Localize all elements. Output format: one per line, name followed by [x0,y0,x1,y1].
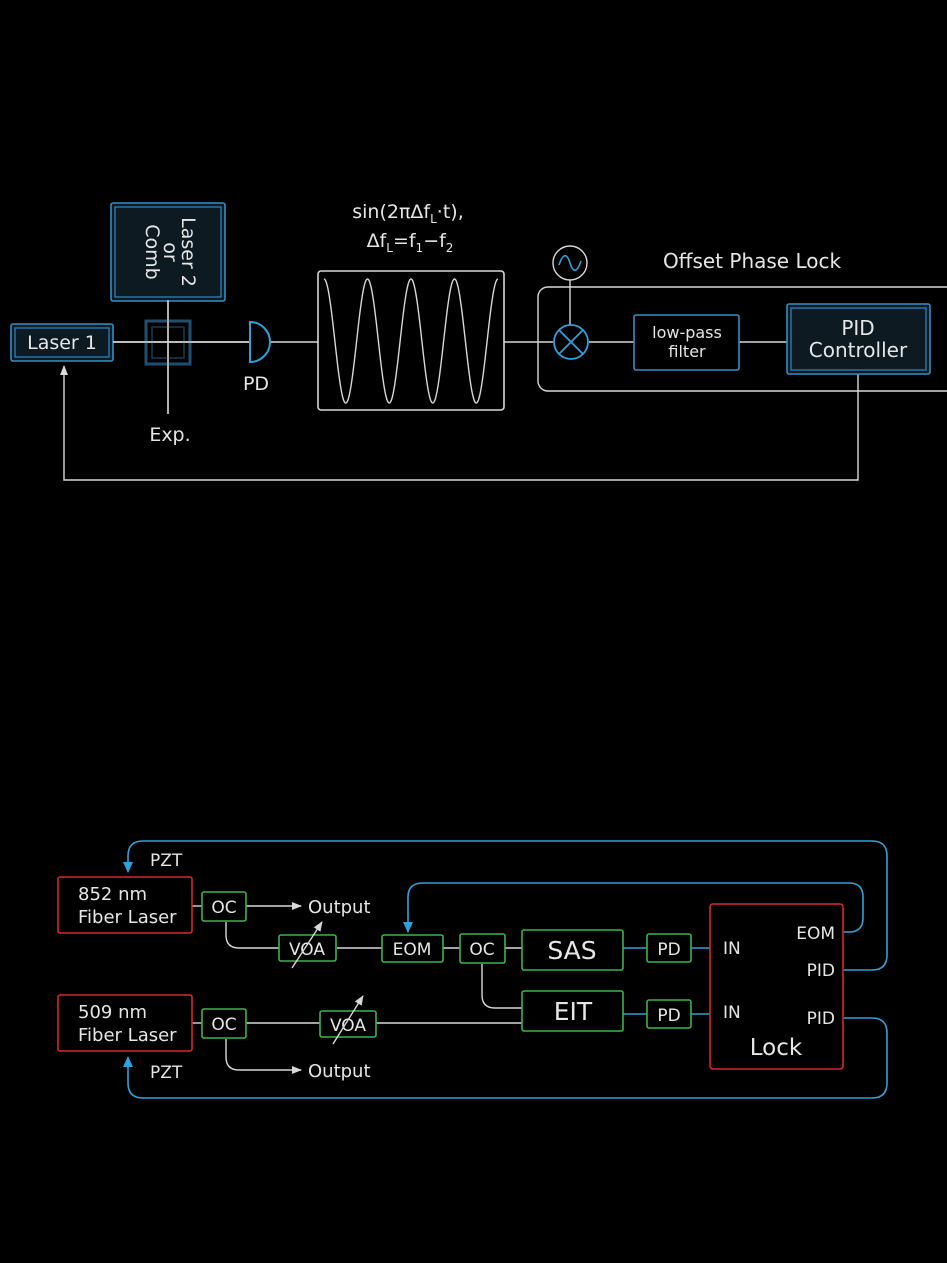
sas-label: SAS [547,936,596,965]
lock-title: Lock [750,1035,803,1061]
voa-2-label: VOA [330,1016,366,1036]
laser-852-line2: Fiber Laser [78,907,177,928]
oc-3-box: OC [459,933,506,964]
pd-2-box: PD [646,999,692,1029]
oc-2-box: OC [201,1008,247,1039]
oc-2-label: OC [211,1015,236,1035]
laser-852-line1: 852 nm [78,884,147,905]
voa-2-box: VOA [319,995,377,1045]
lock-in-1-label: IN [723,939,741,959]
output-bottom-arrow [225,1039,302,1074]
photodiode-icon [249,320,271,364]
pid-controller-box: PID Controller [786,303,931,375]
feedback-line [60,365,859,481]
fiber-laser-lock-diagram: 852 nm Fiber Laser PZT 509 nm Fiber Lase… [57,840,888,1099]
signal-formula-line2: ΔfL=f1−f2 [367,230,454,255]
oscilloscope-display [317,270,505,411]
sine-source-icon [558,254,582,272]
pzt-509-feedback [123,1017,888,1099]
pzt-top-label: PZT [150,851,183,871]
variable-arrow-icon [291,921,323,969]
laser-509-line2: Fiber Laser [78,1025,177,1046]
laser-2-label-line1: Laser 2 [177,217,199,287]
eit-label: EIT [554,997,593,1026]
fiber-line [481,964,522,1009]
low-pass-label-line2: filter [668,342,706,361]
voa-1-label: VOA [289,940,325,960]
output-top-label: Output [308,897,371,918]
pzt-bottom-label: PZT [150,1063,183,1083]
low-pass-filter-box: low-pass filter [633,314,740,371]
fiber-line [225,922,279,949]
offset-phase-lock-group [537,286,947,392]
oc-1-box: OC [201,891,247,922]
pid-label-line1: PID [841,316,874,340]
pid-label-line2: Controller [809,338,908,362]
laser-509-box: 509 nm Fiber Laser [57,994,193,1052]
laser-2-box: Laser 2 or Comb [110,202,226,302]
mixer-icon [553,324,589,360]
lock-pid-1-label: PID [807,961,835,981]
lock-box: IN IN EOM PID PID Lock [709,903,844,1070]
laser-509-line1: 509 nm [78,1002,147,1023]
oc-1-label: OC [211,898,236,918]
exp-label: Exp. [149,424,190,446]
sas-box: SAS [521,929,624,971]
variable-arrow-icon [332,995,364,1045]
pd-2-label: PD [657,1006,680,1026]
eom-box: EOM [381,934,444,963]
pzt-852-feedback [123,840,888,971]
eom-feedback [403,882,864,933]
output-bottom-label: Output [308,1061,371,1082]
signal-formula-line1: sin(2πΔfL·t), [352,201,464,226]
pd-1-box: PD [646,933,692,963]
pd-label: PD [243,373,269,395]
eit-box: EIT [521,990,624,1032]
local-oscillator [552,245,588,325]
laser-852-box: 852 nm Fiber Laser [57,876,193,934]
laser-1-label: Laser 1 [27,332,97,354]
beamsplitter [113,300,250,414]
low-pass-label-line1: low-pass [652,323,722,342]
laser-2-label-line2: or [159,242,181,262]
lock-in-2-label: IN [723,1003,741,1023]
lock-pid-2-label: PID [807,1009,835,1029]
pd-1-label: PD [657,940,680,960]
laser-2-label-line3: Comb [141,224,163,279]
voa-1-box: VOA [278,921,337,969]
laser-1-box: Laser 1 [10,323,114,362]
eom-label: EOM [393,940,432,960]
oc-3-label: OC [469,940,494,960]
offset-phase-lock-label: Offset Phase Lock [663,249,842,273]
lock-eom-label: EOM [796,924,835,944]
sine-wave [323,278,499,404]
offset-phase-lock-diagram: Laser 1 Laser 2 or Comb Exp. PD sin(2πΔf… [10,201,947,481]
